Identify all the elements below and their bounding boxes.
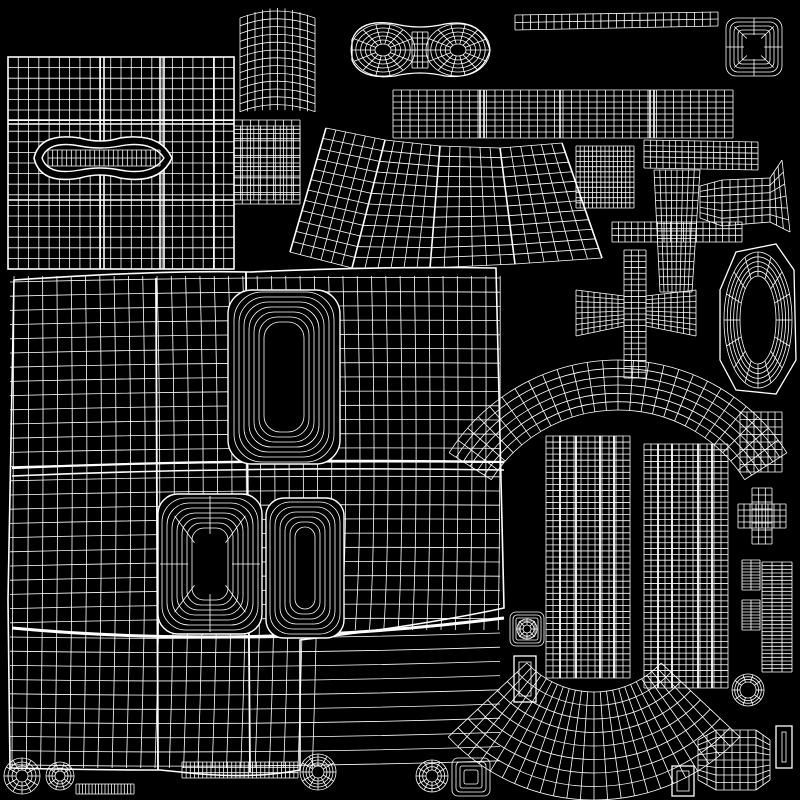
uv-island-narrow-box (739, 411, 783, 473)
uv-island-main-body (7, 266, 505, 777)
uv-island-small-rings (3, 611, 545, 797)
uv-island-side-connector (233, 125, 301, 201)
uv-island-right-clamp (699, 159, 791, 233)
uv-island-small-square (575, 145, 635, 209)
uv-island-oval-frame (719, 243, 797, 395)
uv-island-small-cross (737, 487, 787, 545)
uv-island-bottom-skirt (447, 662, 741, 800)
uv-island-cross-piece (611, 139, 759, 293)
uv-island-pleated-skirt (289, 127, 603, 269)
uv-island-top-left-panel (7, 56, 301, 270)
uv-island-tall-strip-left (545, 435, 631, 679)
uv-island-double-ring (350, 22, 491, 78)
uv-island-plus-bowtie (575, 249, 697, 379)
uv-island-arc-band (448, 359, 788, 480)
uv-island-tall-strip-right (643, 443, 729, 689)
uv-island-bottom-clamp (671, 725, 793, 797)
uv-island-thin-bar (514, 11, 719, 31)
uv-island-ladder-pieces (731, 559, 793, 707)
uv-island-long-strip (392, 89, 734, 139)
uv-island-curved-strip (239, 8, 316, 112)
uv-island-small-frame (725, 17, 783, 77)
